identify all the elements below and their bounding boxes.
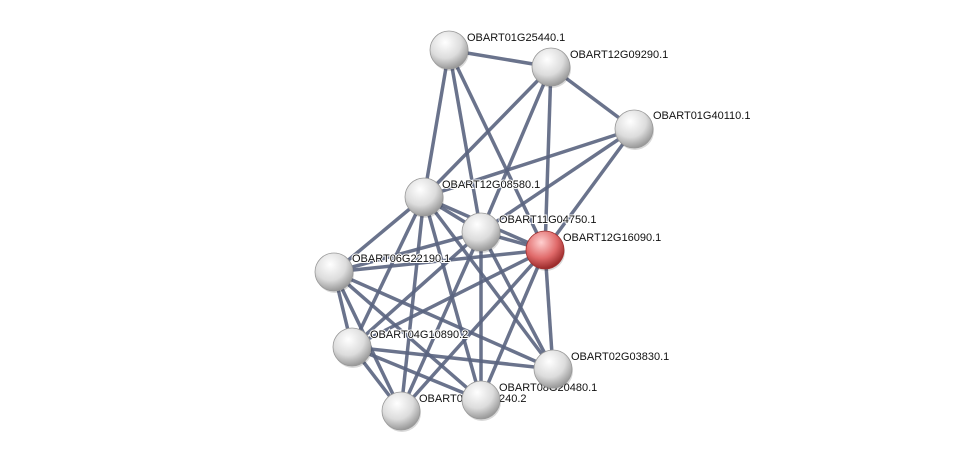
node-label: OBART06G22190.1: [352, 253, 450, 265]
protein-node[interactable]: [381, 391, 421, 431]
edge-G-J[interactable]: [332, 270, 483, 402]
node-label-tail: 240.2: [499, 393, 527, 405]
edge-F-K[interactable]: [399, 248, 547, 413]
edge-D-K[interactable]: [399, 196, 426, 412]
protein-node[interactable]: [461, 212, 501, 252]
edge-E-G[interactable]: [333, 230, 482, 274]
edge-E-K[interactable]: [399, 231, 483, 412]
node-label: OBART04G10890.2: [370, 329, 468, 341]
edge-A-E[interactable]: [447, 49, 483, 233]
edge-D-I[interactable]: [422, 195, 555, 371]
protein-node[interactable]: [461, 380, 501, 420]
protein-node[interactable]: [314, 252, 354, 292]
edge-F-H[interactable]: [351, 248, 546, 349]
edge-C-E[interactable]: [480, 127, 635, 234]
edge-C-F[interactable]: [543, 127, 636, 252]
node-label: OBART0: [419, 393, 463, 405]
node-label: OBART01G25440.1: [467, 32, 565, 44]
node-label: OBART12G09290.1: [570, 49, 668, 61]
protein-node[interactable]: [533, 349, 573, 389]
node-label: OBART01G40110.1: [653, 110, 750, 122]
edge-D-G[interactable]: [332, 195, 426, 274]
node-label: OBART12G16090.1: [563, 232, 661, 244]
edge-F-G[interactable]: [333, 248, 546, 274]
edge-D-H[interactable]: [350, 196, 426, 348]
edge-B-E[interactable]: [479, 66, 553, 233]
edge-B-D[interactable]: [422, 65, 553, 199]
node-label: OBART02G03830.1: [571, 351, 669, 363]
edge-F-I[interactable]: [543, 249, 555, 370]
protein-node[interactable]: [429, 30, 469, 70]
protein-node[interactable]: [404, 177, 444, 217]
node-label: OBART11G04750.1: [499, 214, 596, 226]
protein-node[interactable]: [531, 47, 571, 87]
query-protein-node[interactable]: [525, 230, 565, 270]
edge-G-I[interactable]: [333, 270, 554, 371]
edge-H-I[interactable]: [351, 345, 554, 371]
protein-node[interactable]: [332, 327, 372, 367]
edge-E-H[interactable]: [350, 230, 483, 349]
edge-H-J[interactable]: [351, 345, 482, 402]
edge-F-J[interactable]: [479, 249, 547, 401]
edge-A-F[interactable]: [447, 49, 547, 251]
edge-A-D[interactable]: [422, 49, 451, 198]
protein-node[interactable]: [614, 109, 654, 149]
node-label: OBART08G20480.1: [499, 382, 597, 394]
edge-C-D[interactable]: [423, 127, 635, 199]
node-label: OBART12G08580.1: [442, 179, 540, 191]
